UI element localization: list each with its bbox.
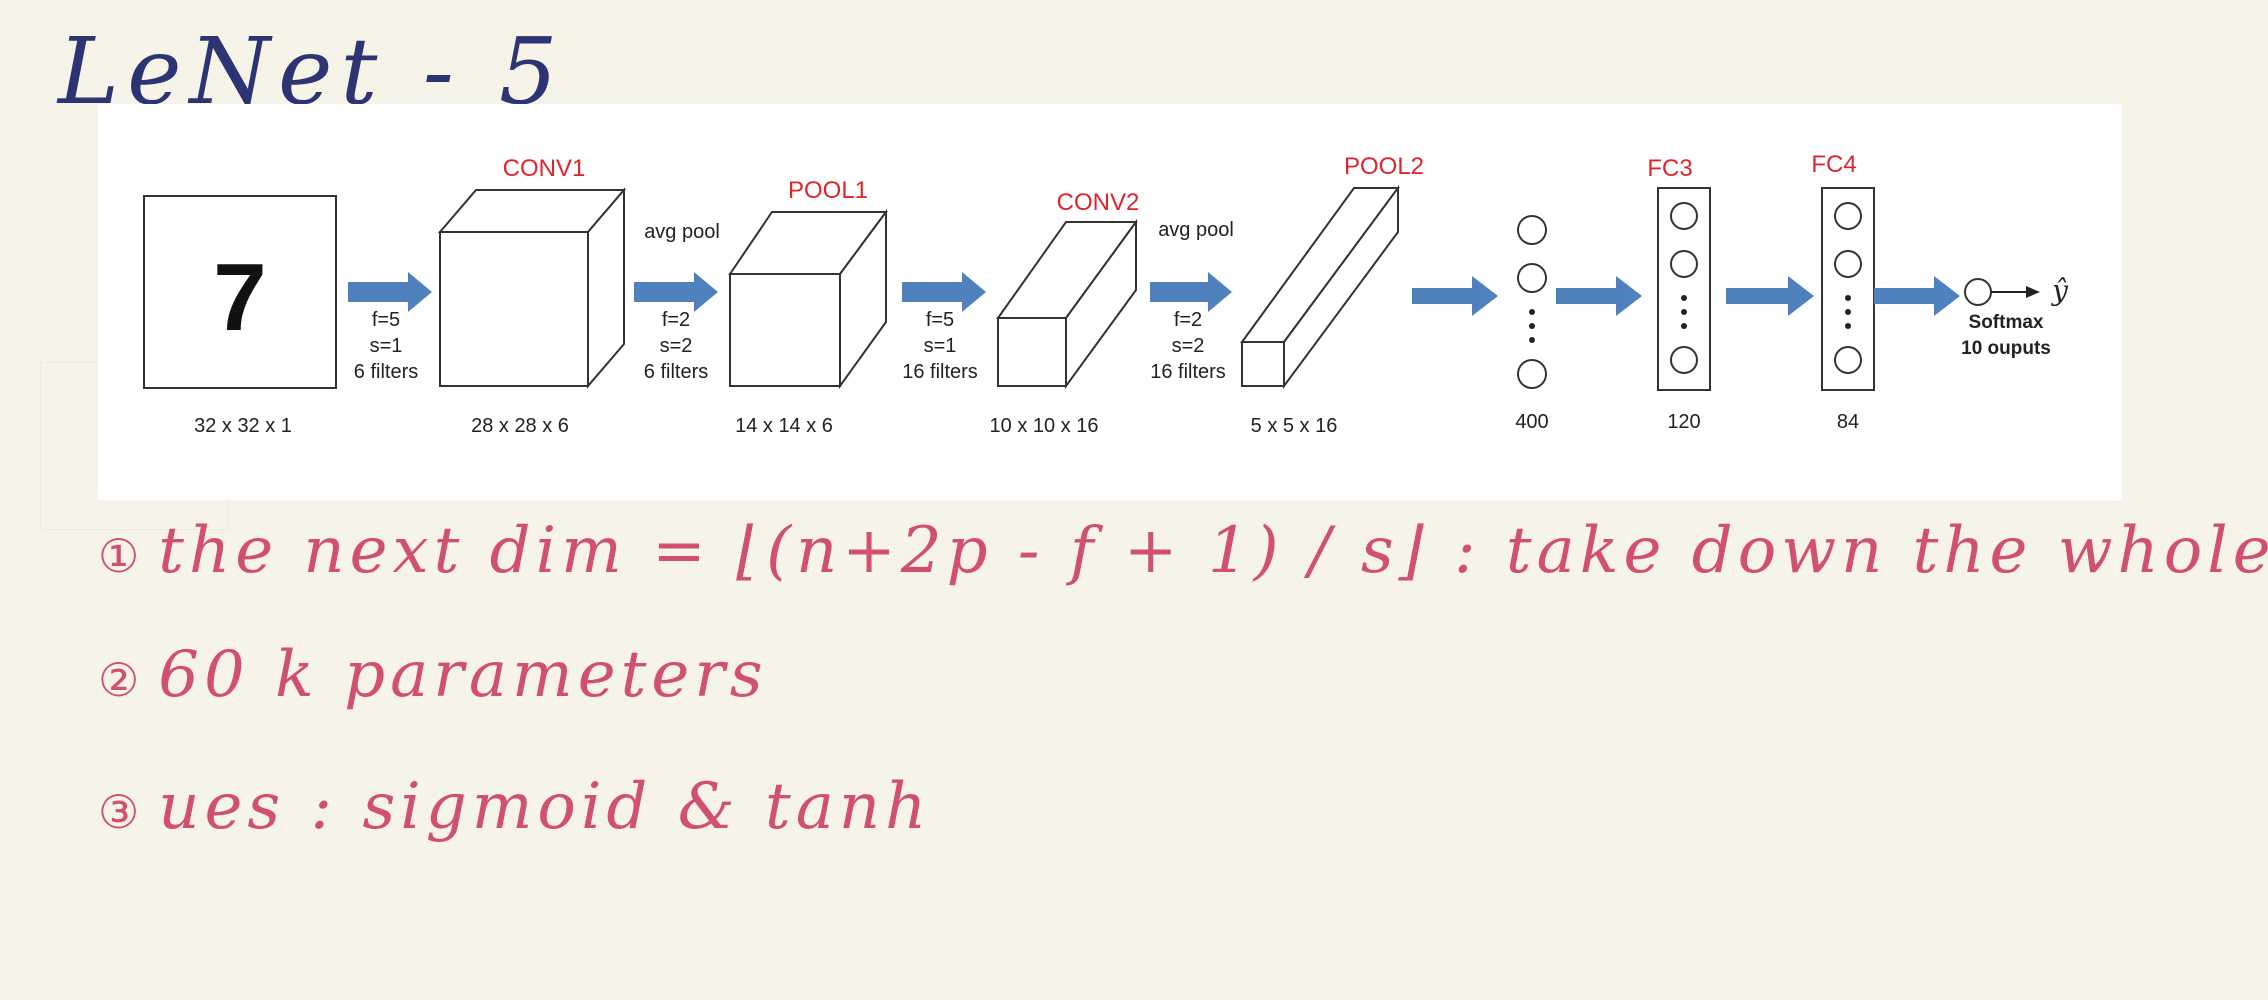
flatten-dim: 400 — [1515, 411, 1548, 433]
step4-n: 16 filters — [1150, 361, 1226, 383]
note-2-text: 60 k parameters — [158, 638, 768, 712]
pool1-label: POOL1 — [788, 177, 868, 204]
step1-f: f=5 — [372, 309, 400, 331]
input-dim: 32 x 32 x 1 — [194, 415, 292, 437]
conv1-label: CONV1 — [503, 155, 586, 182]
step1-s: s=1 — [370, 335, 403, 357]
fc4-layer — [1821, 187, 1875, 391]
pool2-bar — [1240, 184, 1400, 390]
pool2-label: POOL2 — [1344, 153, 1424, 180]
fc4-label: FC4 — [1811, 151, 1856, 178]
step3-f: f=5 — [926, 309, 954, 331]
pool2-dim: 5 x 5 x 16 — [1251, 415, 1338, 437]
note-2-number: ② — [98, 653, 145, 707]
arrow-3 — [902, 272, 986, 312]
arrow-4 — [1150, 272, 1232, 312]
avg-pool-note-2: avg pool — [1158, 219, 1234, 241]
diagram-svg: 7 32 x 32 x 1 f=5 s=1 6 filters CONV1 28… — [143, 151, 2069, 437]
step3-n: 16 filters — [902, 361, 978, 383]
step2-s: s=2 — [660, 335, 693, 357]
step2-n: 6 filters — [644, 361, 708, 383]
step2-f: f=2 — [662, 309, 690, 331]
fc4-dim: 84 — [1837, 411, 1859, 433]
outputs-label: 10 ouputs — [1961, 338, 2051, 359]
avg-pool-note-1: avg pool — [644, 221, 720, 243]
fc3-label: FC3 — [1647, 155, 1692, 182]
note-1-text: the next dim = ⌊(n+2p - f + 1) / s⌋ : ta… — [158, 514, 2268, 588]
arrow-2 — [634, 272, 718, 312]
pool1-dim: 14 x 14 x 6 — [735, 415, 833, 437]
conv1-cube — [437, 187, 627, 389]
conv2-label: CONV2 — [1057, 189, 1140, 216]
y-hat-label: ŷ — [2050, 274, 2069, 307]
step4-f: f=2 — [1174, 309, 1202, 331]
arrow-8 — [1874, 276, 1960, 316]
pool1-cube — [728, 208, 888, 390]
arrow-7 — [1726, 276, 1814, 316]
fc3-dim: 120 — [1667, 411, 1700, 433]
step3-s: s=1 — [924, 335, 957, 357]
softmax-label: Softmax — [1969, 312, 2044, 333]
arrow-1 — [348, 272, 432, 312]
conv2-dim: 10 x 10 x 16 — [990, 415, 1099, 437]
step1-n: 6 filters — [354, 361, 418, 383]
note-3-number: ③ — [98, 785, 145, 839]
flatten-neurons — [1517, 215, 1547, 389]
arrow-5 — [1412, 276, 1498, 316]
output-neuron — [1964, 278, 1992, 306]
note-1-number: ① — [98, 529, 145, 583]
fc3-layer — [1657, 187, 1711, 391]
conv1-dim: 28 x 28 x 6 — [471, 415, 569, 437]
lenet-diagram: 7 32 x 32 x 1 f=5 s=1 6 filters CONV1 28… — [98, 104, 2122, 500]
input-digit: 7 — [213, 244, 266, 351]
output-arrow-head — [2026, 286, 2040, 298]
note-3-text: ues : sigmoid & tanh — [158, 770, 932, 844]
conv2-cube — [996, 218, 1138, 390]
input-image-box — [143, 195, 337, 389]
step4-s: s=2 — [1172, 335, 1205, 357]
arrow-6 — [1556, 276, 1642, 316]
